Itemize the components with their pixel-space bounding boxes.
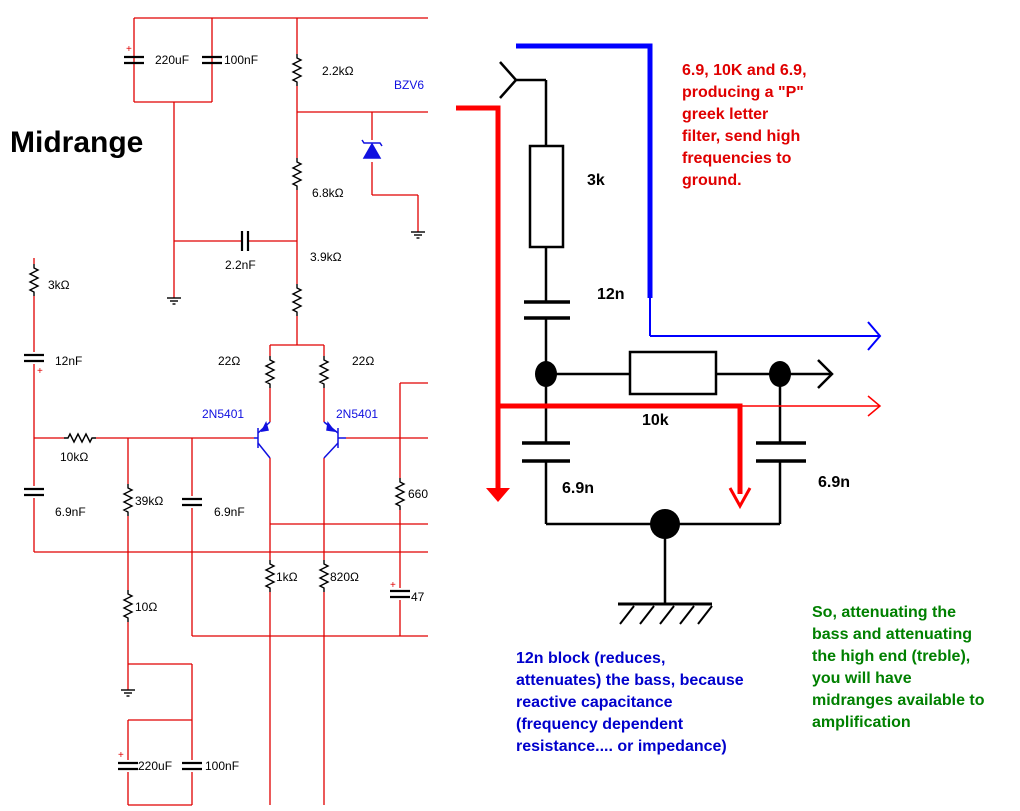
- red-signal-arrows: [456, 105, 882, 510]
- transistor-right-icon: [323, 421, 346, 459]
- filter-label-c-6n9-right: 6.9n: [818, 474, 851, 491]
- filter-label-c-12n: 12n: [597, 286, 625, 303]
- filter-label-c-6n9-left: 6.9n: [562, 480, 595, 497]
- filter-junction-dots: [535, 361, 791, 539]
- label-c-47: 47: [411, 590, 425, 604]
- label-c-bulk-bottom: 220uF: [138, 759, 173, 773]
- schematic-components: + + + +: [22, 44, 426, 771]
- label-zener: BZV6: [394, 78, 425, 92]
- svg-text:+: +: [126, 44, 132, 55]
- svg-text:+: +: [118, 750, 124, 761]
- label-r-3k9: 3.9kΩ: [310, 250, 342, 264]
- filter-label-r-3k: 3k: [587, 172, 605, 189]
- label-r-820: 820Ω: [330, 570, 359, 584]
- zener-diode-icon: [361, 139, 383, 159]
- label-r-10: 10Ω: [135, 600, 158, 614]
- transistor-left-icon: [254, 420, 271, 459]
- label-r-660: 660: [408, 487, 429, 501]
- label-c-6n9-left: 6.9nF: [55, 505, 86, 519]
- label-r-1k: 1kΩ: [276, 570, 298, 584]
- label-c-12nf: 12nF: [55, 354, 83, 368]
- label-r-22-right: 22Ω: [352, 354, 375, 368]
- label-c-small-bottom: 100nF: [205, 759, 240, 773]
- schematic-wires: [33, 17, 428, 806]
- label-q-left: 2N5401: [202, 407, 245, 421]
- svg-text:+: +: [390, 580, 396, 591]
- label-c-small-top: 100nF: [224, 53, 259, 67]
- label-c-bulk-top: 220uF: [155, 53, 190, 67]
- label-r-3k: 3kΩ: [48, 278, 70, 292]
- note-pi-filter: 6.9, 10K and 6.9, producing a "P" greek …: [682, 62, 807, 189]
- label-c-6n9-mid: 6.9nF: [214, 505, 245, 519]
- note-midrange-summary: So, attenuating the bass and attenuating…: [812, 604, 985, 731]
- page-title: Midrange: [10, 126, 144, 159]
- label-r-6k8: 6.8kΩ: [312, 186, 344, 200]
- svg-text:+: +: [37, 366, 43, 377]
- note-12n-block: 12n block (reduces, attenuates) the bass…: [516, 650, 744, 755]
- blue-signal-arrow: [516, 43, 882, 351]
- pi-filter-drawing: [499, 61, 834, 625]
- filter-label-r-10k: 10k: [642, 412, 669, 429]
- label-r-2k2: 2.2kΩ: [322, 64, 354, 78]
- label-c-2n2: 2.2nF: [225, 258, 256, 272]
- label-r-39k: 39kΩ: [135, 494, 164, 508]
- label-q-right: 2N5401: [336, 407, 379, 421]
- label-r-10k: 10kΩ: [60, 450, 89, 464]
- label-r-22-left: 22Ω: [218, 354, 241, 368]
